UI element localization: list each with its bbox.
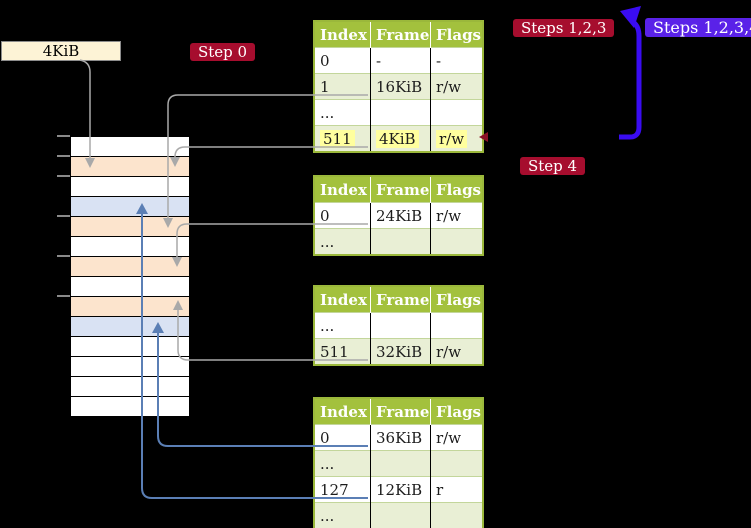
- page-size-label: 4KiB: [1, 41, 121, 61]
- memory-tick: [57, 155, 70, 157]
- column-header: Flags: [430, 286, 483, 313]
- memory-row-mapped: [71, 317, 189, 337]
- memory-row-page-table: [71, 157, 189, 177]
- table-cell: 16KiB: [370, 73, 431, 100]
- table-cell: 511: [314, 338, 371, 365]
- memory-row-free: [71, 357, 189, 377]
- table-cell: r/w: [430, 73, 483, 100]
- steps123-badge: Steps 1,2,3: [513, 19, 615, 37]
- table-row: ...: [314, 312, 483, 339]
- column-header: Frame: [370, 398, 431, 425]
- memory-row-page-table: [71, 257, 189, 277]
- memory-row-free: [71, 137, 189, 157]
- table-cell: ...: [314, 228, 371, 255]
- memory-row-free: [71, 237, 189, 257]
- memory-row-page-table: [71, 297, 189, 317]
- step4-badge: Step 4: [520, 157, 586, 175]
- memory-row-free: [71, 337, 189, 357]
- memory-row-free: [71, 397, 189, 416]
- column-header: Index: [314, 398, 371, 425]
- column-header: Frame: [370, 21, 431, 48]
- memory-tick: [57, 295, 70, 297]
- column-header: Index: [314, 21, 371, 48]
- memory-row-free: [71, 177, 189, 197]
- table-cell: [370, 99, 431, 126]
- table-cell: r: [430, 476, 483, 503]
- column-header: Frame: [370, 286, 431, 313]
- table-cell: r/w: [430, 202, 483, 229]
- table-row: ...: [314, 450, 483, 477]
- memory-tick: [57, 175, 70, 177]
- memory-row-mapped: [71, 197, 189, 217]
- table-cell: [370, 450, 431, 477]
- table-cell: 127: [314, 476, 371, 503]
- recursive-loop-arrow: [619, 19, 642, 140]
- table-cell: [430, 312, 483, 339]
- step0-badge: Step 0: [190, 43, 256, 61]
- table-cell: [370, 312, 431, 339]
- memory-row-free: [71, 277, 189, 297]
- table-cell: 32KiB: [370, 338, 431, 365]
- table-cell: 12KiB: [370, 476, 431, 503]
- memory-tick: [57, 255, 70, 257]
- memory-tick: [57, 135, 70, 137]
- steps1234-badge: Steps 1,2,3,4: [645, 18, 751, 37]
- table-row: ...: [314, 228, 483, 255]
- table-row: 0--: [314, 47, 483, 74]
- arrowhead-upleft-icon: [620, 6, 641, 28]
- table-cell: -: [370, 47, 431, 74]
- column-header: Flags: [430, 176, 483, 203]
- table-cell: r/w: [430, 338, 483, 365]
- column-header: Index: [314, 176, 371, 203]
- table-row: ...: [314, 99, 483, 126]
- table-cell: 36KiB: [370, 424, 431, 451]
- memory-row-free: [71, 377, 189, 397]
- table-cell: 0: [314, 424, 371, 451]
- table-cell: 1: [314, 73, 371, 100]
- highlighted-value: r/w: [436, 129, 468, 148]
- table-cell: r/w: [430, 125, 483, 152]
- memory-tick: [57, 215, 70, 217]
- table-cell: ...: [314, 450, 371, 477]
- table-cell: ...: [314, 99, 371, 126]
- table-cell: 4KiB: [370, 125, 431, 152]
- table-cell: r/w: [430, 424, 483, 451]
- table-cell: 0: [314, 47, 371, 74]
- column-header: Flags: [430, 398, 483, 425]
- column-header: Index: [314, 286, 371, 313]
- table-cell: [370, 502, 431, 528]
- column-header: Frame: [370, 176, 431, 203]
- table-row: 511 4KiB r/w: [314, 125, 483, 152]
- table-row: ...: [314, 502, 483, 528]
- table-cell: [430, 228, 483, 255]
- highlighted-value: 4KiB: [376, 129, 419, 148]
- physical-memory-column: [70, 136, 190, 417]
- table-cell: -: [430, 47, 483, 74]
- table-cell: [430, 99, 483, 126]
- table-cell: [370, 228, 431, 255]
- memory-row-page-table: [71, 217, 189, 237]
- table-cell: 511: [314, 125, 371, 152]
- table-cell: 24KiB: [370, 202, 431, 229]
- column-header: Flags: [430, 21, 483, 48]
- table-cell: ...: [314, 502, 371, 528]
- table-cell: ...: [314, 312, 371, 339]
- table-cell: [430, 502, 483, 528]
- highlighted-value: 511: [320, 129, 355, 148]
- table-cell: [430, 450, 483, 477]
- table-cell: 0: [314, 202, 371, 229]
